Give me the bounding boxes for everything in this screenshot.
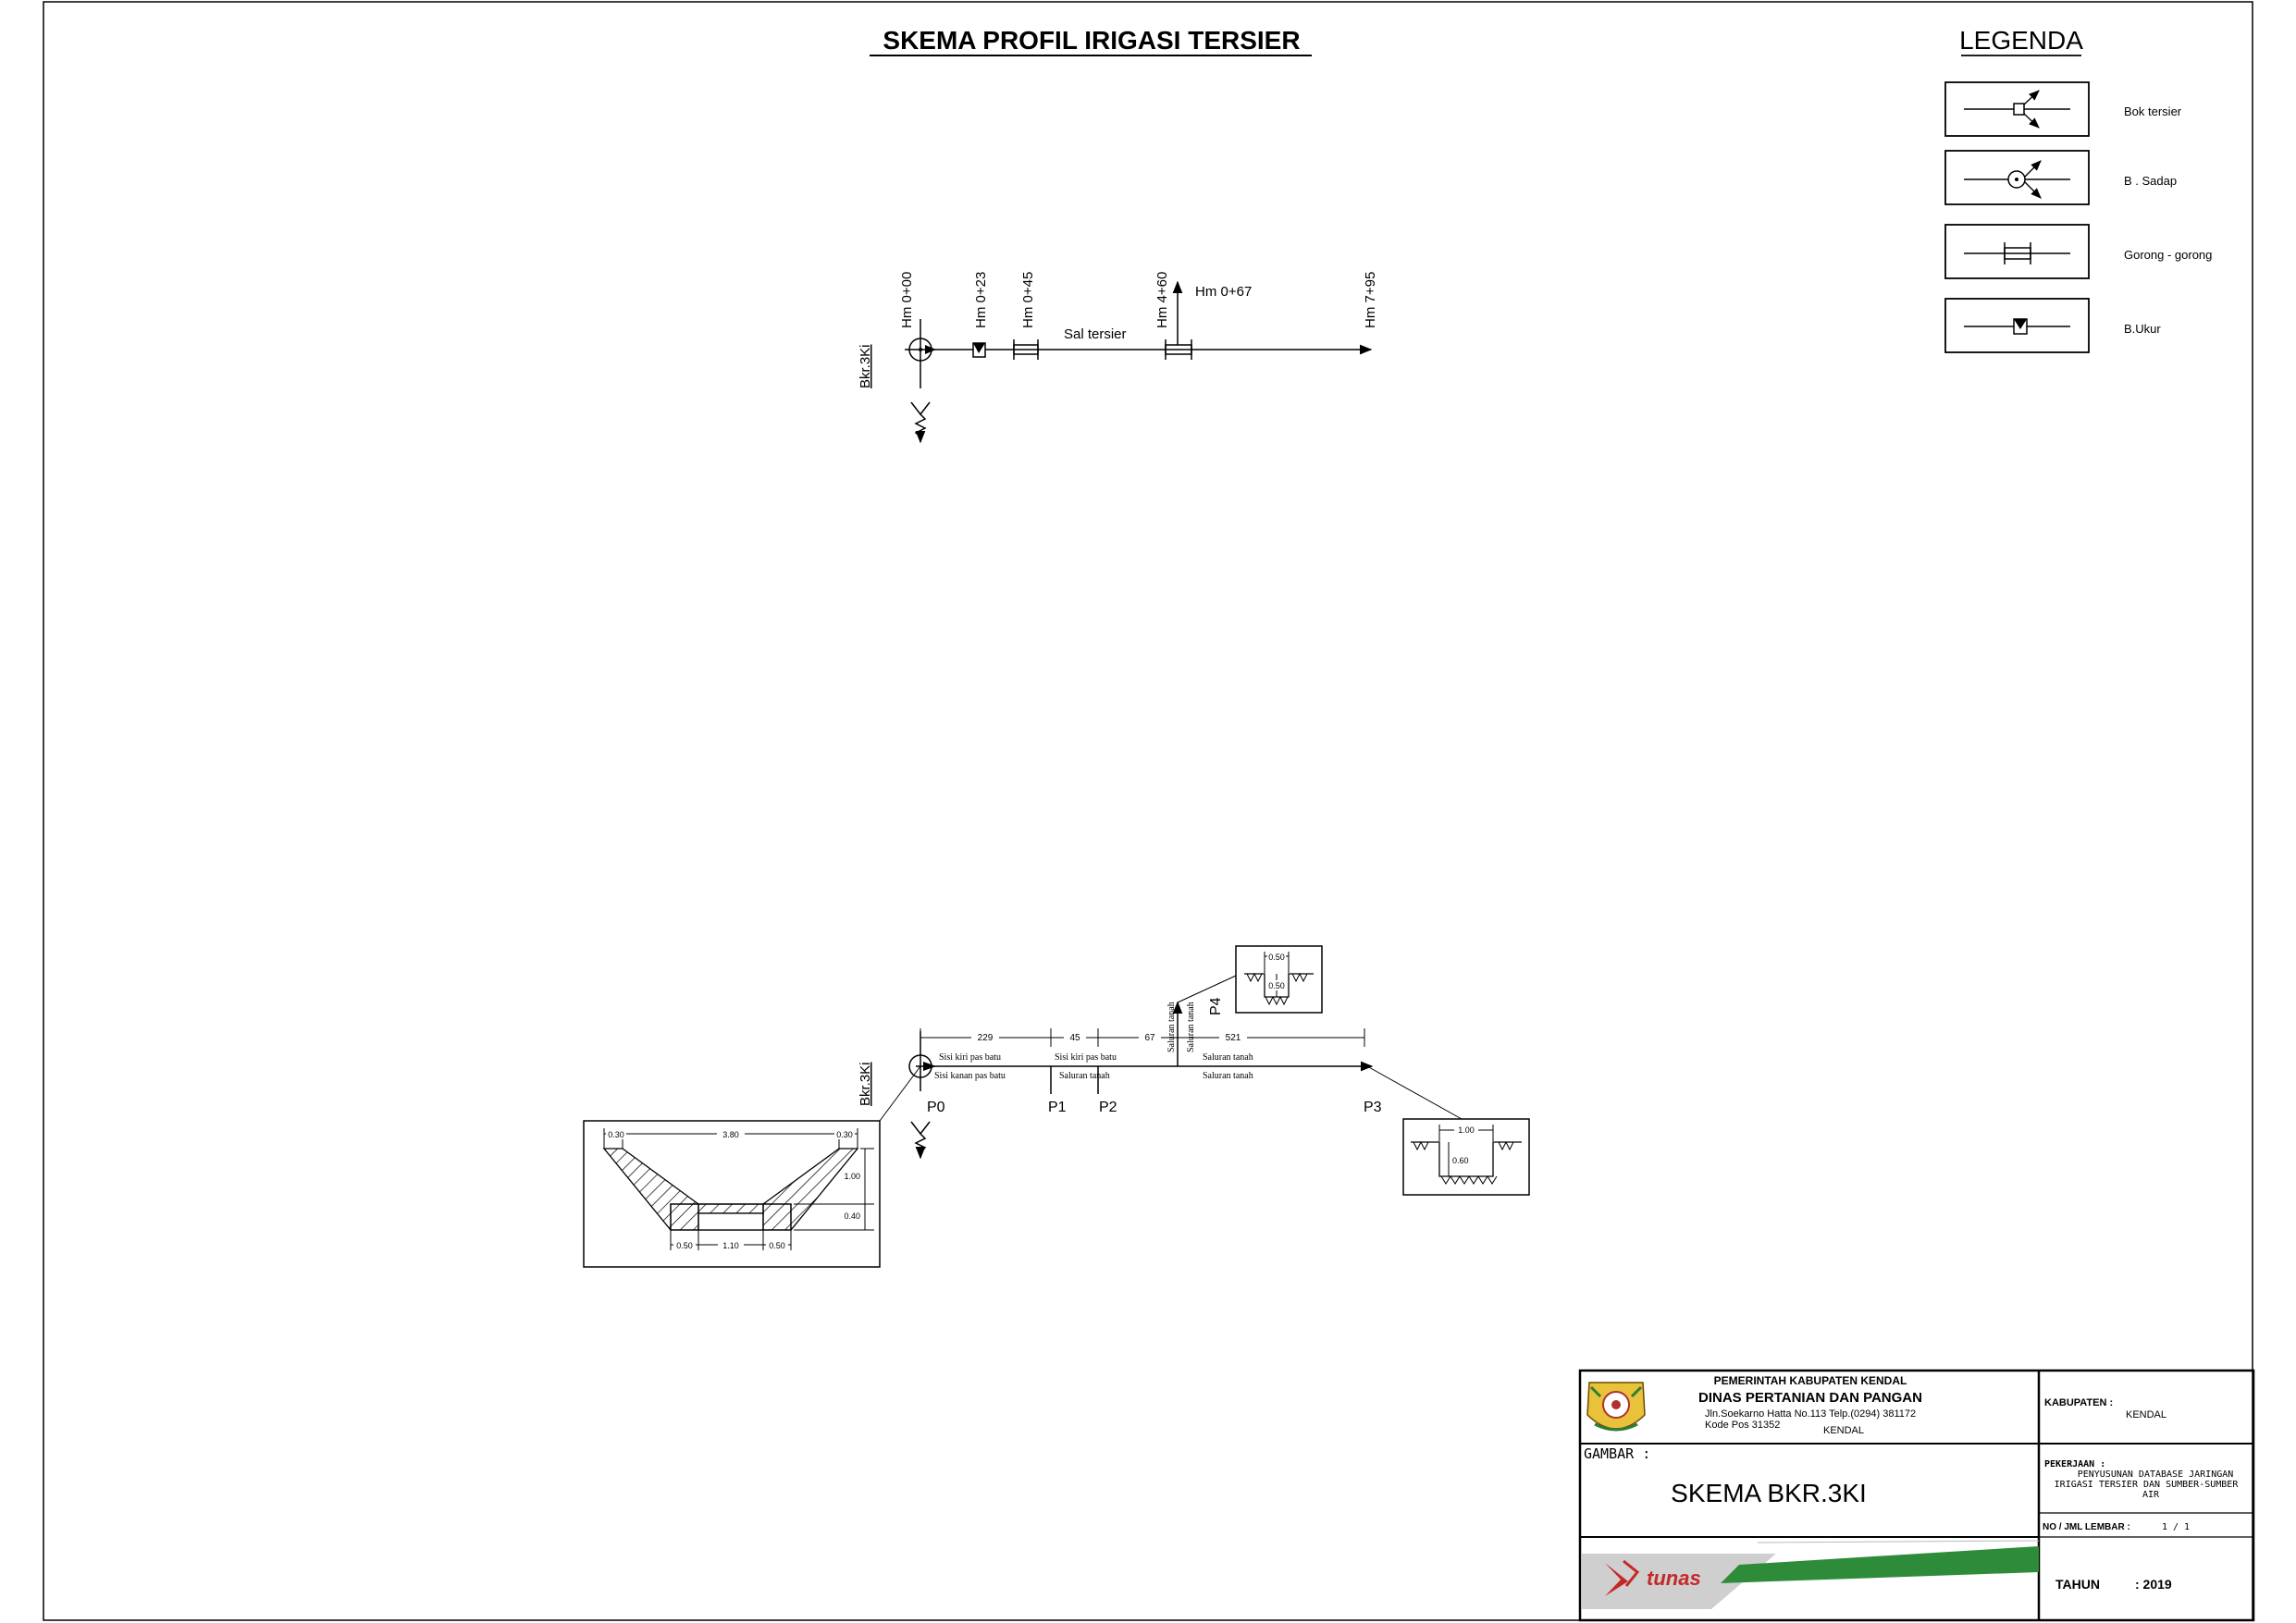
- dimension-label: 0.30: [608, 1130, 624, 1139]
- culvert-icon: [1165, 339, 1192, 360]
- branch-label: Saluran tanah: [1167, 1002, 1177, 1052]
- legend-box-ukur: [1944, 298, 2090, 353]
- dimension-label: 1.00: [844, 1172, 860, 1181]
- point-label: P2: [1099, 1100, 1117, 1115]
- segment-label: Saluran tanah: [1203, 1052, 1253, 1063]
- legend-label: B . Sadap: [2124, 174, 2177, 188]
- city-text: KENDAL: [1823, 1425, 1864, 1436]
- gambar-label: GAMBAR :: [1584, 1445, 1650, 1462]
- station-label: Hm 0+00: [899, 272, 915, 328]
- station-label: Hm 0+67: [1195, 284, 1252, 300]
- kabupaten-label: KABUPATEN :: [2044, 1397, 2113, 1408]
- legend-box-sadap: [1944, 150, 2090, 205]
- length-label: 521: [1226, 1033, 1241, 1043]
- segment-label: Saluran tanah: [1059, 1071, 1110, 1081]
- legend-title: LEGENDA: [1959, 26, 2083, 55]
- legend: LEGENDA Bok tersier B . Sadap: [1944, 26, 2212, 353]
- sheet-number-label: NO / JML LEMBAR :: [2043, 1522, 2130, 1532]
- segment-label: Sisi kiri pas batu: [1055, 1052, 1117, 1063]
- sheet-number-value: 1 / 1: [2162, 1522, 2190, 1532]
- river-icon: [910, 401, 931, 444]
- legend-box-bok: [1944, 81, 2090, 137]
- box-sadap-icon: [1964, 160, 2070, 199]
- measure-box-icon: [972, 342, 986, 358]
- dimension-label: 0.60: [1452, 1156, 1469, 1165]
- dimension-label: 0.50: [769, 1241, 785, 1250]
- sheet-border: [43, 1, 2253, 1621]
- length-label: 229: [978, 1033, 994, 1043]
- station-label: Hm 7+95: [1363, 272, 1378, 328]
- station-label: Hm 4+60: [1154, 272, 1170, 328]
- profile-schematic: Bkr.3Ki 229 45 67 521 Sisi kiri pas b: [858, 975, 1463, 1160]
- segment-label: Saluran tanah: [1203, 1071, 1253, 1081]
- dimension-label: 0.50: [1268, 953, 1285, 962]
- kabupaten-value: KENDAL: [2126, 1409, 2166, 1420]
- station-label: Hm 0+23: [973, 272, 989, 328]
- pekerjaan-line: IRIGASI TERSIER DAN SUMBER-SUMBER: [2055, 1480, 2240, 1490]
- cross-section-p3: 1.00 0.60: [1402, 1118, 1530, 1196]
- title-block: PEMERINTAH KABUPATEN KENDAL DINAS PERTAN…: [1578, 1369, 2255, 1622]
- length-label: 45: [1069, 1033, 1080, 1043]
- point-label: P3: [1364, 1100, 1382, 1115]
- point-label: P1: [1048, 1100, 1067, 1115]
- branch-label: Saluran tanah: [1186, 1002, 1196, 1052]
- bok-tersier-icon: [1964, 90, 2070, 129]
- length-label: 67: [1144, 1033, 1155, 1043]
- dimension-label: 0.30: [836, 1130, 853, 1139]
- company-name: tunas: [1647, 1567, 1701, 1590]
- kendal-logo: [1586, 1382, 1646, 1432]
- gov-text: PEMERINTAH KABUPATEN KENDAL: [1714, 1374, 1907, 1387]
- tahun-value: : 2019: [2135, 1577, 2172, 1592]
- legend-label: Bok tersier: [2124, 105, 2182, 118]
- gambar-value: SKEMA BKR.3KI: [1671, 1479, 1867, 1507]
- network-schematic: Bkr.3Ki Hm 0+00 Hm 0+23 Hm 0+45 Hm 4: [858, 272, 1378, 444]
- dimension-label: 1.00: [1458, 1125, 1475, 1135]
- postal-text: Kode Pos 31352: [1705, 1420, 1780, 1431]
- station-label: Hm 0+45: [1020, 272, 1036, 328]
- culvert-icon: [1013, 339, 1039, 360]
- legend-label: Gorong - gorong: [2124, 248, 2212, 262]
- dimension-label: 0.50: [1268, 981, 1285, 990]
- dimension-label: 3.80: [722, 1130, 739, 1139]
- legend-box-gorong: [1944, 224, 2090, 279]
- dimension-label: 0.50: [676, 1241, 693, 1250]
- page-title: SKEMA PROFIL IRIGASI TERSIER: [883, 26, 1300, 55]
- legend-label: B.Ukur: [2124, 322, 2161, 336]
- pekerjaan-line: PENYUSUNAN DATABASE JARINGAN: [2078, 1469, 2234, 1480]
- source-label: Bkr.3Ki: [858, 1062, 873, 1106]
- pekerjaan-line: AIR: [2142, 1490, 2160, 1500]
- point-label: P0: [927, 1100, 945, 1115]
- address-text: Jln.Soekarno Hatta No.113 Telp.(0294) 38…: [1705, 1408, 1916, 1420]
- culvert-icon: [1964, 242, 2070, 264]
- point-label: P4: [1208, 997, 1224, 1015]
- segment-label: Sisi kiri pas batu: [939, 1052, 1001, 1063]
- tahun-label: TAHUN: [2055, 1577, 2100, 1592]
- dimension-label: 1.10: [722, 1241, 739, 1250]
- dept-text: DINAS PERTANIAN DAN PANGAN: [1698, 1390, 1922, 1406]
- dimension-label: 0.40: [844, 1211, 860, 1221]
- measure-box-icon: [1964, 318, 2070, 335]
- company-logo: tunas: [1582, 1540, 2040, 1609]
- pekerjaan-label: PEKERJAAN :: [2044, 1459, 2105, 1469]
- cross-section-p0: 0.30 3.80 0.30 1.00 0.40 0.50 1.10 0.50: [583, 1120, 881, 1268]
- source-label: Bkr.3Ki: [858, 344, 873, 388]
- channel-label: Sal tersier: [1064, 326, 1127, 342]
- river-icon: [910, 1121, 931, 1160]
- segment-label: Sisi kanan pas batu: [934, 1071, 1006, 1081]
- cross-section-p4: 0.50 0.50: [1235, 945, 1323, 1014]
